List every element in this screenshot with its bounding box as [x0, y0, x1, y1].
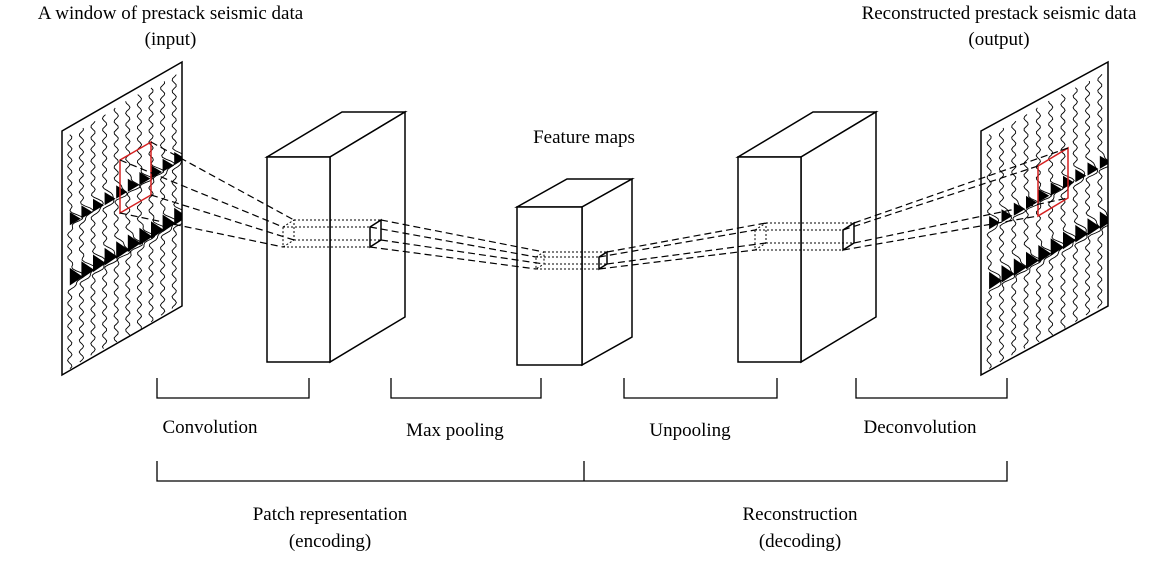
convolution-label: Convolution	[162, 417, 258, 438]
output-seismic-panel	[980, 60, 1109, 377]
seismic-trace	[998, 127, 1016, 363]
seismic-trace	[67, 134, 85, 370]
seismic-event-fill	[1050, 182, 1062, 196]
seismic-event-fill	[104, 247, 118, 266]
seismic-trace	[90, 121, 106, 356]
seismic-event-fill	[93, 198, 104, 212]
seismic-event-fill	[116, 185, 128, 199]
feature-map-patch-tunnel	[535, 251, 607, 270]
encoding-subtitle: (encoding)	[288, 531, 372, 552]
conv-block	[264, 110, 408, 364]
seismic-event-fill	[1087, 162, 1099, 176]
seismic-trace	[136, 94, 156, 329]
unpool-block	[735, 110, 879, 364]
seismic-event-fill	[1050, 238, 1064, 256]
seismic-event-fill	[69, 212, 81, 226]
max-pooling-label: Max pooling	[406, 420, 504, 441]
seismic-trace	[78, 127, 96, 363]
seismic-trace	[1084, 80, 1102, 316]
seismic-event-fill	[127, 234, 141, 253]
seismic-event-fill	[81, 205, 93, 219]
output-seismic-traces	[986, 74, 1108, 369]
seismic-event-fill	[1099, 155, 1108, 169]
seismic-event-fill	[139, 227, 153, 246]
input-title: A window of prestack seismic data	[37, 3, 304, 24]
seismic-trace	[125, 101, 144, 336]
seismic-event-fill	[1001, 265, 1015, 283]
seismic-event-fill	[162, 158, 174, 172]
seismic-trace	[1072, 87, 1088, 323]
seismic-event-fill	[174, 207, 182, 226]
seismic-event-fill	[989, 271, 1003, 290]
seismic-event-fill	[151, 165, 162, 179]
seismic-trace	[1011, 120, 1029, 356]
output-subtitle: (output)	[968, 29, 1030, 50]
seismic-event-fill	[1063, 231, 1076, 250]
seismic-event-fill	[81, 261, 95, 279]
stage-brackets	[156, 378, 1008, 482]
seismic-trace	[101, 114, 118, 349]
input-subtitle: (input)	[144, 29, 197, 50]
unpooling-label: Unpooling	[649, 420, 731, 441]
bracket-deconvolution	[855, 378, 1008, 399]
seismic-event-fill	[127, 178, 139, 192]
seismic-trace	[159, 81, 177, 316]
seismic-trace	[1035, 107, 1054, 343]
seismic-event-fill	[989, 216, 1001, 230]
decoding-subtitle: (decoding)	[758, 531, 842, 552]
encoding-title: Patch representation	[252, 504, 408, 525]
seismic-trace	[986, 134, 1002, 369]
deconvolution-label: Deconvolution	[863, 417, 977, 438]
seismic-trace	[113, 107, 131, 343]
output-patch-box	[1037, 146, 1069, 218]
seismic-event-fill	[1038, 245, 1052, 263]
seismic-event-fill	[1038, 189, 1050, 203]
input-seismic-panel	[61, 60, 183, 377]
seismic-event-fill	[151, 221, 164, 239]
output-title: Reconstructed prestack seismic data	[861, 3, 1137, 24]
seismic-event-fill	[174, 152, 182, 166]
seismic-event-fill	[104, 192, 116, 206]
seismic-event-fill	[1075, 169, 1087, 183]
seismic-event-fill	[1075, 224, 1089, 243]
seismic-trace	[1097, 74, 1108, 309]
seismic-event-fill	[1099, 211, 1108, 230]
seismic-event-fill	[69, 267, 83, 286]
seismic-event-fill	[1013, 258, 1027, 276]
seismic-event-fill	[1026, 251, 1039, 270]
seismic-trace	[1047, 100, 1066, 336]
bracket-unpooling	[623, 378, 778, 399]
bracket-convolution	[156, 378, 310, 399]
bracket-max-pooling	[390, 378, 542, 399]
seismic-trace	[1023, 114, 1042, 349]
decoding-title: Reconstruction	[742, 504, 858, 525]
bracket-phases	[156, 461, 1008, 482]
feature-map-block	[514, 177, 635, 367]
connector-lines	[119, 141, 1069, 270]
seismic-trace	[171, 74, 182, 309]
seismic-trace	[148, 87, 166, 323]
seismic-event-fill	[1087, 218, 1101, 236]
feature-maps-label: Feature maps	[533, 127, 635, 148]
seismic-event-fill	[139, 172, 151, 186]
seismic-event-fill	[93, 254, 106, 273]
seismic-trace	[1060, 94, 1077, 329]
seismic-event-fill	[116, 241, 130, 259]
seismic-event-fill	[1013, 202, 1025, 216]
seismic-event-fill	[1001, 209, 1013, 223]
